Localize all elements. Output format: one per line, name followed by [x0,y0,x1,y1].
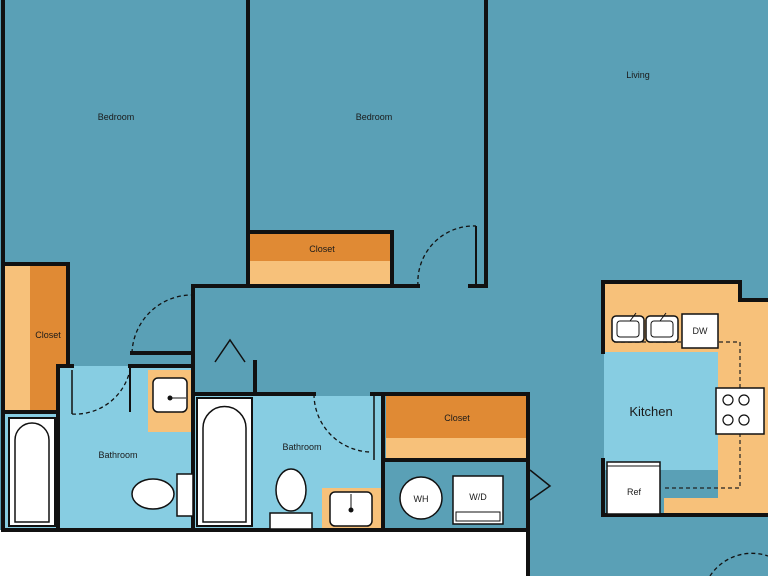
closet-label-hall: Closet [444,413,470,423]
toilet-icon [131,473,194,517]
room-label-bathroom-left: Bathroom [98,450,137,460]
laundry-arrow [529,469,552,501]
water-heater-icon [399,476,443,520]
fixture-label-dishwasher: DW [693,326,708,336]
sink-icon [152,377,188,413]
room-label-bedroom-left: Bedroom [98,112,135,122]
door-swings [71,225,768,576]
room-label-living: Living [626,70,650,80]
closet-label-left: Closet [35,330,61,340]
door-leaves [129,226,477,412]
bathtub-icon [8,417,56,527]
closet-center-light [249,261,391,285]
toilet-icon [269,468,313,530]
closet-left-light [5,265,30,412]
washer-dryer-icon [452,475,504,525]
door-swing-icon [71,369,131,415]
sink-icon [611,312,679,343]
closet-label-center: Closet [309,244,335,254]
fixture-label-water-heater: WH [414,494,429,504]
door-jambs [71,370,375,460]
room-labels: Bedroom Bedroom Living Kitchen Bathroom … [35,70,708,504]
room-label-bathroom-center: Bathroom [282,442,321,452]
fixture-label-washer-dryer: W/D [469,492,487,502]
stove-icon [715,387,765,435]
hall-arrow [214,338,246,363]
closet-hall-light [386,438,526,460]
closet-hall-dark [386,396,526,438]
fixture-label-refrigerator: Ref [627,487,642,497]
door-swing-icon [709,552,768,576]
sink-icon [329,491,373,527]
dishwasher-icon [681,313,719,349]
closet-center-dark [249,233,391,261]
room-label-bedroom-center: Bedroom [356,112,393,122]
door-swing-icon [313,393,373,453]
kitchen-counter [604,282,768,515]
room-label-kitchen: Kitchen [629,404,672,419]
kitchen-floor [604,352,718,470]
bathtub-icon [196,397,253,527]
refrigerator-icon [606,461,661,515]
